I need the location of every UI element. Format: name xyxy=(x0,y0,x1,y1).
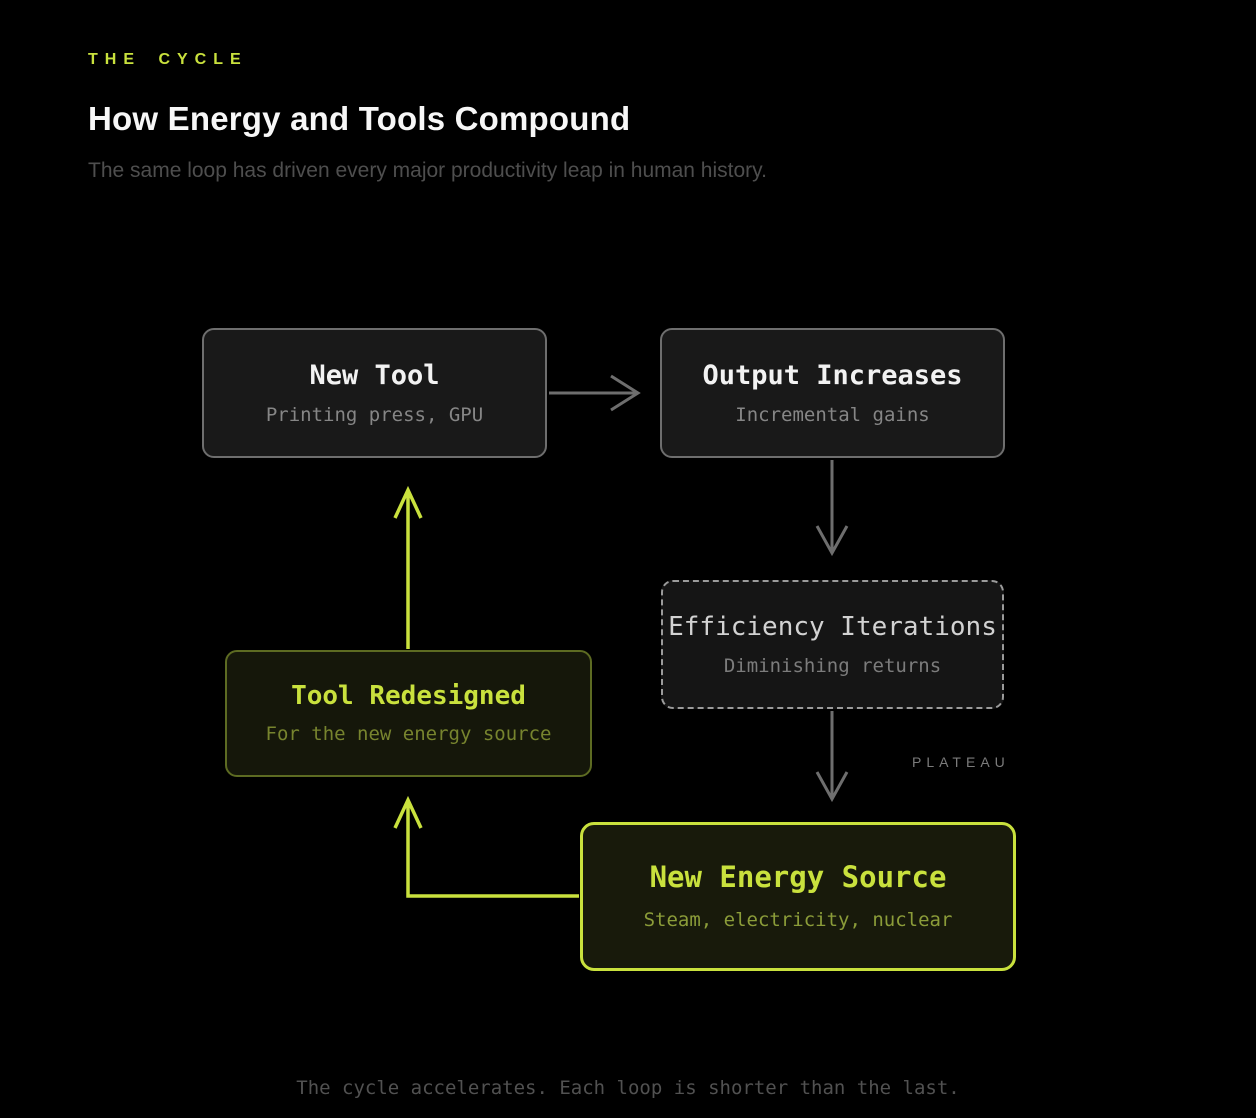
arrow-efficiency-to-energy xyxy=(815,711,849,803)
node-efficiency-iterations: Efficiency Iterations Diminishing return… xyxy=(661,580,1004,709)
node-tool-redesigned-subtitle: For the new energy source xyxy=(265,723,552,745)
node-efficiency-iterations-title: Efficiency Iterations xyxy=(668,611,997,642)
node-output-increases-title: Output Increases xyxy=(702,359,963,391)
plateau-label: PLATEAU xyxy=(912,754,1010,770)
footer-caption: The cycle accelerates. Each loop is shor… xyxy=(296,1077,960,1099)
eyebrow-label: THE CYCLE xyxy=(88,51,248,68)
node-new-tool-title: New Tool xyxy=(309,359,440,391)
page-title: How Energy and Tools Compound xyxy=(88,100,631,137)
arrow-new-tool-to-output xyxy=(549,374,641,412)
node-tool-redesigned: Tool Redesigned For the new energy sourc… xyxy=(225,650,592,777)
node-new-energy-source-title: New Energy Source xyxy=(649,860,947,894)
node-output-increases-subtitle: Incremental gains xyxy=(735,403,930,426)
node-new-energy-source: New Energy Source Steam, electricity, nu… xyxy=(580,822,1016,971)
node-efficiency-iterations-subtitle: Diminishing returns xyxy=(723,654,942,677)
node-new-tool: New Tool Printing press, GPU xyxy=(202,328,547,458)
node-new-tool-subtitle: Printing press, GPU xyxy=(265,403,484,426)
node-output-increases: Output Increases Incremental gains xyxy=(660,328,1005,458)
arrow-energy-to-redesigned xyxy=(393,795,579,898)
page-subtitle: The same loop has driven every major pro… xyxy=(88,159,767,182)
arrow-output-to-efficiency xyxy=(815,460,849,557)
arrow-redesigned-to-new-tool xyxy=(393,485,423,649)
node-new-energy-source-subtitle: Steam, electricity, nuclear xyxy=(643,909,953,931)
node-tool-redesigned-title: Tool Redesigned xyxy=(291,681,526,711)
